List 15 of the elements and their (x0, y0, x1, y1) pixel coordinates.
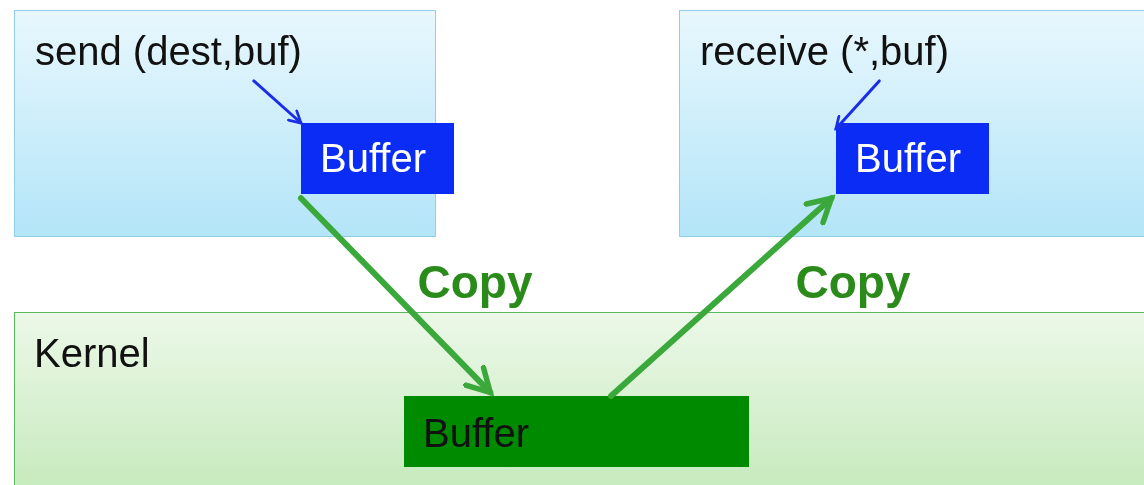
buffer-label: Buffer (855, 135, 961, 181)
buffer-label: Buffer (320, 135, 426, 181)
arrow (298, 195, 494, 396)
buffer-label: Buffer (423, 410, 529, 456)
buffer-box (836, 123, 989, 194)
arrow (252, 79, 303, 125)
function-call-text: send (dest,buf) (35, 28, 302, 74)
arrow (608, 195, 835, 399)
arrow (834, 79, 881, 131)
buffer-box (301, 123, 454, 194)
function-call-text: receive (*,buf) (700, 28, 949, 74)
kernel-panel (14, 312, 1144, 485)
buffer-box (404, 396, 749, 467)
panel-heading: Kernel (34, 330, 150, 376)
process-panel (679, 10, 1144, 237)
